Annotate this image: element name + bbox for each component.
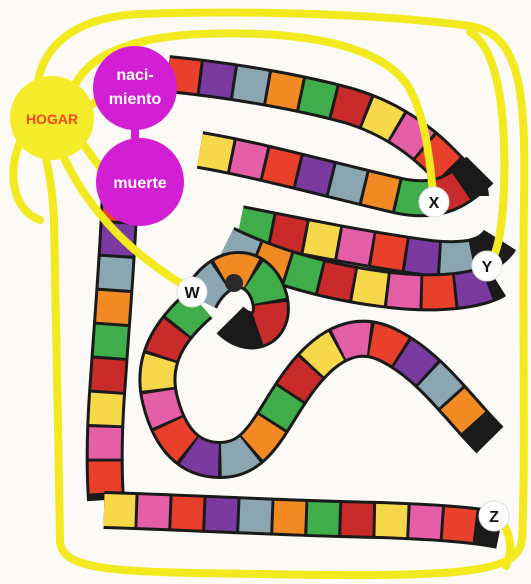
- muerte-label: muerte: [113, 175, 166, 192]
- marker-z: Z: [479, 501, 509, 531]
- marker-x: X: [419, 187, 449, 217]
- nacimiento-circle: [93, 46, 177, 130]
- marker-y-label: Y: [482, 259, 493, 276]
- nacimiento-node: naci- miento: [93, 46, 177, 130]
- muerte-node: muerte: [96, 138, 184, 226]
- marker-z-label: Z: [489, 509, 499, 526]
- nacimiento-label-line2: miento: [109, 91, 162, 108]
- nacimiento-label-line1: naci-: [116, 67, 153, 84]
- marker-x-label: X: [429, 195, 440, 212]
- marker-w-label: W: [184, 285, 200, 302]
- board-hole: [225, 274, 243, 292]
- hogar-node: HOGAR: [10, 76, 94, 160]
- line-hogar-to-y: [470, 32, 504, 266]
- board-tracks: [104, 74, 500, 530]
- track-tile: [157, 304, 490, 460]
- marker-y: Y: [472, 251, 502, 281]
- marker-w: W: [177, 277, 207, 307]
- hogar-label: HOGAR: [26, 111, 78, 127]
